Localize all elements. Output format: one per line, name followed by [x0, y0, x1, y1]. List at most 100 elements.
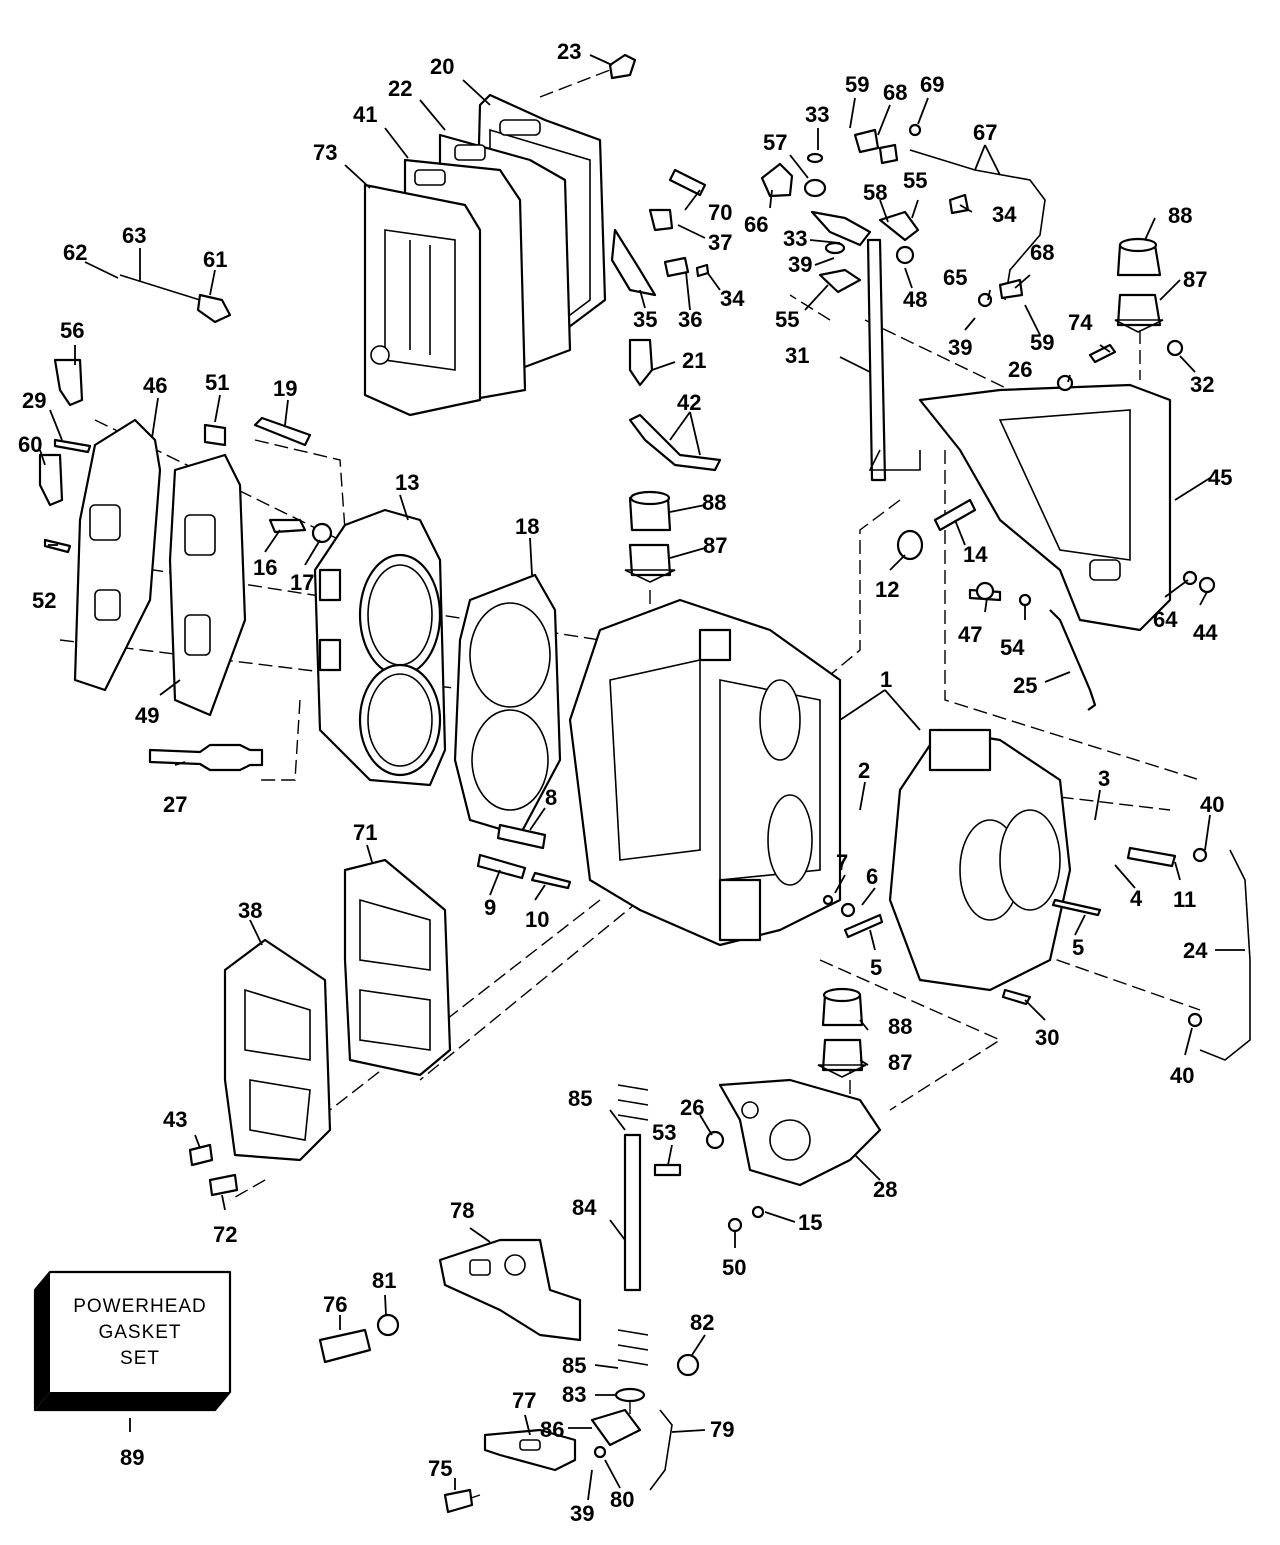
- callout-83: 83: [562, 1382, 586, 1407]
- thermostat-cover-46: [73, 418, 162, 692]
- rubber-mount-88: [628, 490, 672, 532]
- callout-26: 26: [680, 1095, 704, 1120]
- callout-22: 22: [388, 76, 412, 101]
- callout-54: 54: [1000, 635, 1025, 660]
- callout-5: 5: [1072, 935, 1084, 960]
- callout-80: 80: [610, 1487, 634, 1512]
- callout-33: 33: [805, 102, 829, 127]
- callout-10: 10: [525, 907, 549, 932]
- callout-39: 39: [570, 1501, 594, 1526]
- callout-18: 18: [515, 514, 539, 539]
- callout-63: 63: [122, 223, 146, 248]
- callout-24: 24: [1183, 938, 1208, 963]
- callout-87: 87: [1183, 267, 1207, 292]
- rubber-mount-88: [821, 987, 864, 1027]
- leader-lines: [39, 54, 1245, 1501]
- callout-82: 82: [690, 1310, 714, 1335]
- callout-84: 84: [572, 1195, 597, 1220]
- callout-59: 59: [845, 72, 869, 97]
- callout-55: 55: [903, 168, 927, 193]
- callout-23: 23: [557, 39, 581, 64]
- callout-29: 29: [22, 388, 46, 413]
- linkage-rod-31: [866, 238, 921, 482]
- callout-37: 37: [708, 230, 732, 255]
- callout-44: 44: [1193, 620, 1218, 645]
- hose-24: [1199, 849, 1251, 1061]
- callout-58: 58: [863, 180, 887, 205]
- callout-77: 77: [512, 1388, 536, 1413]
- callout-7: 7: [836, 850, 848, 875]
- callout-81: 81: [372, 1268, 396, 1293]
- callout-12: 12: [875, 577, 899, 602]
- callout-88: 88: [702, 490, 726, 515]
- kit-box-line-1: POWERHEAD: [73, 1296, 207, 1317]
- callout-69: 69: [920, 72, 944, 97]
- callout-61: 61: [203, 247, 227, 272]
- callout-27: 27: [163, 792, 187, 817]
- callout-85: 85: [562, 1353, 586, 1378]
- callout-39: 39: [788, 252, 812, 277]
- callout-26: 26: [1008, 357, 1032, 382]
- callout-89: 89: [120, 1445, 144, 1470]
- head-gasket-18: [453, 573, 562, 837]
- callout-16: 16: [253, 555, 277, 580]
- callout-50: 50: [722, 1255, 746, 1280]
- callout-21: 21: [682, 348, 706, 373]
- rubber-mount-87: [1114, 293, 1164, 333]
- callout-42: 42: [677, 390, 701, 415]
- callout-88: 88: [1168, 203, 1192, 228]
- callout-85: 85: [568, 1086, 592, 1111]
- callout-36: 36: [678, 307, 702, 332]
- callout-60: 60: [18, 432, 42, 457]
- callout-34: 34: [992, 202, 1017, 227]
- callout-46: 46: [143, 373, 167, 398]
- intake-gasket-71: [343, 858, 452, 1077]
- callout-78: 78: [450, 1198, 474, 1223]
- callout-19: 19: [273, 376, 297, 401]
- fasteners: [38, 53, 1216, 1514]
- callout-11: 11: [1173, 887, 1196, 912]
- rubber-mount-87: [817, 1038, 867, 1078]
- callout-57: 57: [763, 130, 787, 155]
- callout-3: 3: [1098, 766, 1110, 791]
- callout-68: 68: [883, 80, 907, 105]
- exhaust-bracket-45: [918, 383, 1172, 632]
- callout-41: 41: [353, 102, 377, 127]
- callout-59: 59: [1030, 330, 1054, 355]
- callout-labels: 23 20 22 41 73 59 68 69 33 57 67 70 66 5…: [18, 39, 1232, 1526]
- callout-52: 52: [32, 588, 56, 613]
- callout-20: 20: [430, 54, 454, 79]
- callout-67: 67: [973, 120, 997, 145]
- callout-8: 8: [545, 785, 557, 810]
- kit-box-line-3: SET: [120, 1348, 160, 1369]
- callout-32: 32: [1190, 372, 1214, 397]
- callout-28: 28: [873, 1177, 897, 1202]
- callout-43: 43: [163, 1107, 187, 1132]
- rubber-mount-88: [1116, 237, 1162, 277]
- callout-34: 34: [720, 286, 745, 311]
- callout-1: 1: [880, 667, 892, 692]
- callout-53: 53: [652, 1120, 676, 1145]
- callout-35: 35: [633, 307, 657, 332]
- callout-71: 71: [353, 820, 377, 845]
- callout-56: 56: [60, 318, 84, 343]
- callout-38: 38: [238, 898, 262, 923]
- callout-73: 73: [313, 140, 337, 165]
- callout-79: 79: [710, 1417, 734, 1442]
- callout-66: 66: [744, 212, 768, 237]
- callout-86: 86: [540, 1417, 564, 1442]
- callout-17: 17: [290, 570, 314, 595]
- intake-manifold-38: [223, 938, 332, 1162]
- callout-40: 40: [1200, 792, 1224, 817]
- gasket-set-box-89: POWERHEAD GASKET SET: [33, 1270, 232, 1412]
- callout-74: 74: [1068, 310, 1093, 335]
- callout-15: 15: [798, 1210, 822, 1235]
- callout-68: 68: [1030, 240, 1054, 265]
- callout-4: 4: [1130, 886, 1143, 911]
- cylinder-block-1: [568, 598, 842, 947]
- callout-65: 65: [943, 265, 967, 290]
- crankcase-half-1: [888, 728, 1072, 992]
- callout-2: 2: [858, 758, 870, 783]
- callout-6: 6: [866, 864, 878, 889]
